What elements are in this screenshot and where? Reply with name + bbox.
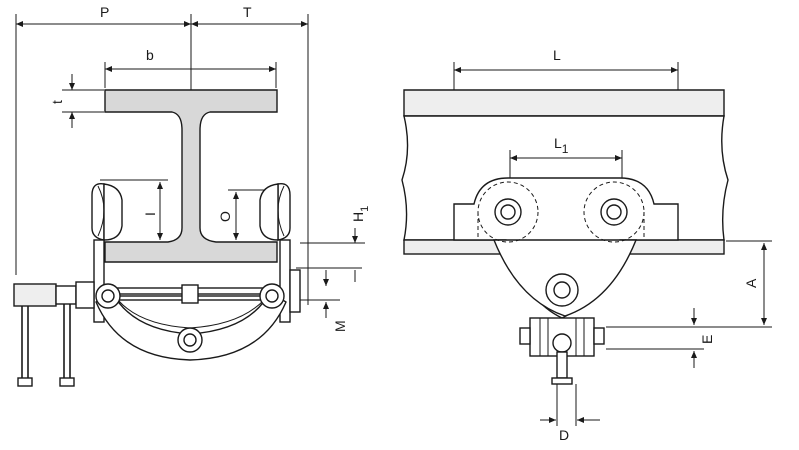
label-H1: H1 <box>350 206 371 222</box>
dimension-t: t <box>49 74 104 128</box>
label-D: D <box>559 427 569 443</box>
yoke-bolt-right <box>259 283 285 309</box>
label-t: t <box>49 100 65 104</box>
label-I: I <box>142 212 158 216</box>
center-bolt-side <box>545 273 579 307</box>
hook-block <box>519 317 605 385</box>
label-E: E <box>699 335 715 344</box>
dimension-E: E <box>606 308 715 368</box>
yoke-bolt-left <box>95 283 121 309</box>
dimension-P-T: P T <box>15 4 309 305</box>
left-wheel-side <box>477 181 539 243</box>
cross-shaft <box>103 284 281 304</box>
front-view: P T b t I O <box>13 4 371 387</box>
dimension-O: O <box>217 189 265 240</box>
dimension-D: D <box>540 384 600 443</box>
label-T: T <box>243 4 252 20</box>
side-view: L L1 <box>401 47 772 443</box>
label-b: b <box>146 47 154 63</box>
label-A: A <box>743 278 759 288</box>
dimension-b: b <box>104 47 277 88</box>
label-L: L <box>553 47 561 63</box>
dimension-M: M <box>296 267 362 332</box>
label-L1: L1 <box>554 135 569 156</box>
label-O: O <box>217 211 233 222</box>
right-trolley-wheel <box>259 183 301 323</box>
yoke-bolt-center <box>177 327 203 353</box>
clamp-screw <box>13 281 95 387</box>
i-beam-section <box>104 89 278 263</box>
dimension-I: I <box>100 179 168 240</box>
load-yoke <box>95 291 287 361</box>
dimension-H1: H1 <box>300 206 371 244</box>
left-trolley-wheel <box>91 183 123 323</box>
right-wheel-side <box>583 181 645 243</box>
label-M: M <box>332 320 348 332</box>
label-P: P <box>100 4 109 20</box>
dimension-A: A <box>606 240 772 328</box>
